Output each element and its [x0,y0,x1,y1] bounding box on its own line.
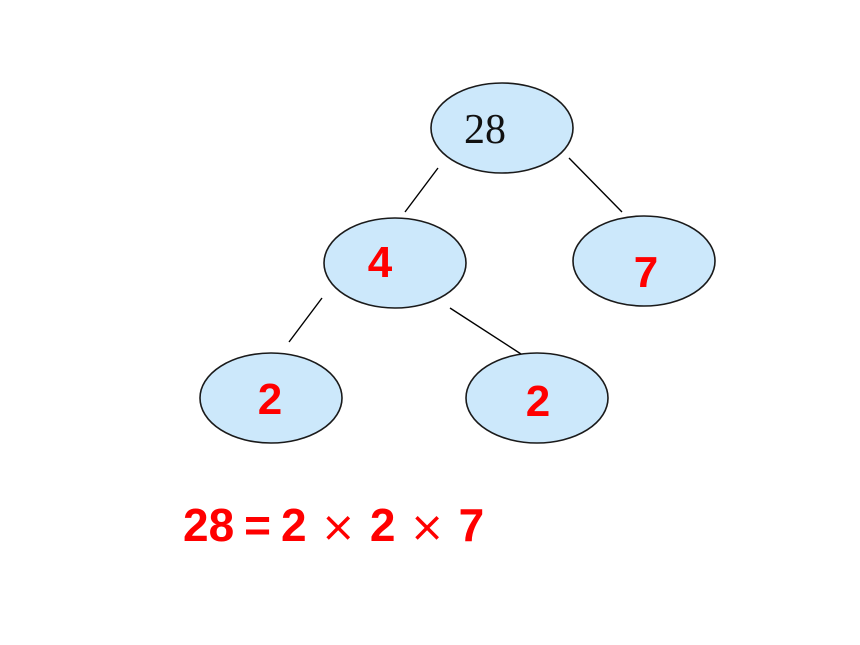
node-7-ellipse [572,215,716,307]
equation-factor-2: 2 [369,499,396,551]
factorization-equation: 28=2×2×7 [183,498,484,554]
node-root-label: 28 [464,107,506,153]
edge-root-to-7 [568,157,623,213]
node-4-ellipse [323,217,467,309]
equation-factor-3: 7 [458,499,485,551]
equation-lhs: 28 [183,499,235,551]
tree-node-factor-7: 7 [572,215,716,307]
edge-root-to-4 [404,167,439,213]
node-7-label: 7 [634,248,658,297]
multiply-sign-2: × [409,502,445,551]
tree-node-factor-2-right: 2 [465,352,609,444]
tree-node-factor-2-left: 2 [199,352,343,444]
node-2-left-label: 2 [258,375,282,424]
node-2-left-ellipse [199,352,343,444]
edge-4-to-left-2 [288,297,323,343]
multiply-sign-1: × [320,502,356,551]
edge-4-to-right-2 [449,307,522,355]
node-4-label: 4 [368,238,393,287]
node-root-ellipse [430,82,574,174]
tree-node-factor-4: 4 [323,217,467,309]
node-2-right-label: 2 [526,377,550,426]
tree-node-root: 28 [430,82,574,174]
equation-factor-1: 2 [281,499,307,551]
equation-equals: = [244,499,272,551]
node-2-right-ellipse [465,352,609,444]
